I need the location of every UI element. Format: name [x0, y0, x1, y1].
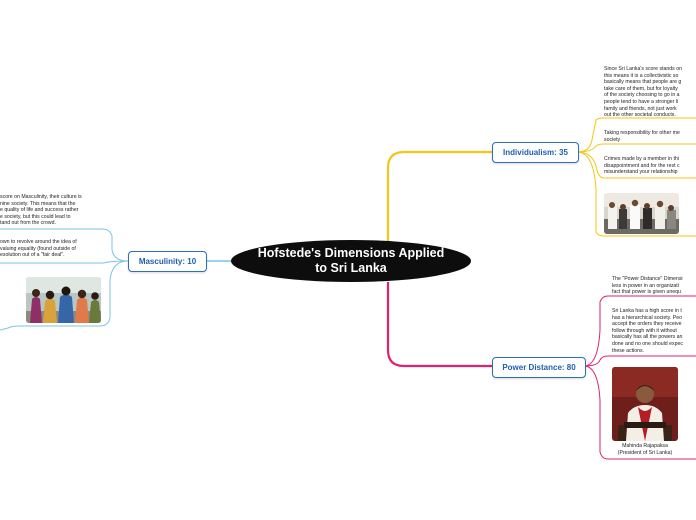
individualism-note-collectivism: Since Sri Lanka's score stands on this m… — [604, 66, 696, 118]
topic-power-distance[interactable]: Power Distance: 80 — [492, 357, 586, 378]
masculinity-note-feminine-society: score on Masculinity, their culture is n… — [0, 194, 102, 228]
individualism-note-crimes: Crimes made by a member in thi disappoin… — [604, 156, 696, 177]
connector-ind-note-2 — [577, 144, 696, 152]
central-topic[interactable]: Hofstede's Dimensions Applied to Sri Lan… — [231, 240, 471, 282]
masculinity-note-equality: own to revolve around the idea of valuin… — [0, 239, 102, 260]
topic-power-distance-label: Power Distance: 80 — [502, 363, 575, 372]
crowd-gathering-photo — [604, 193, 679, 234]
connector-pd-note-2 — [584, 356, 696, 366]
topic-individualism-label: Individualism: 35 — [503, 148, 568, 157]
topic-masculinity[interactable]: Masculinity: 10 — [128, 251, 207, 272]
group-of-people-photo — [26, 277, 101, 323]
branch-individualism — [388, 152, 492, 242]
president-portrait-photo — [612, 367, 678, 441]
connector-masc-note-2 — [0, 261, 128, 263]
individualism-note-responsibility: Taking responsibility for other me socie… — [604, 130, 696, 144]
branch-power-distance — [388, 282, 492, 366]
topic-individualism[interactable]: Individualism: 35 — [492, 142, 579, 163]
power-distance-note-hierarchy: Sri Lanka has a high score in t has a hi… — [612, 308, 696, 355]
power-distance-note-definition: The "Power Distance" Dimensi less in pow… — [612, 276, 696, 297]
central-topic-label: Hofstede's Dimensions Applied to Sri Lan… — [258, 246, 445, 276]
topic-masculinity-label: Masculinity: 10 — [139, 257, 196, 266]
president-photo-caption: Mahinda Rajapaksa (President of Sri Lank… — [610, 443, 680, 457]
